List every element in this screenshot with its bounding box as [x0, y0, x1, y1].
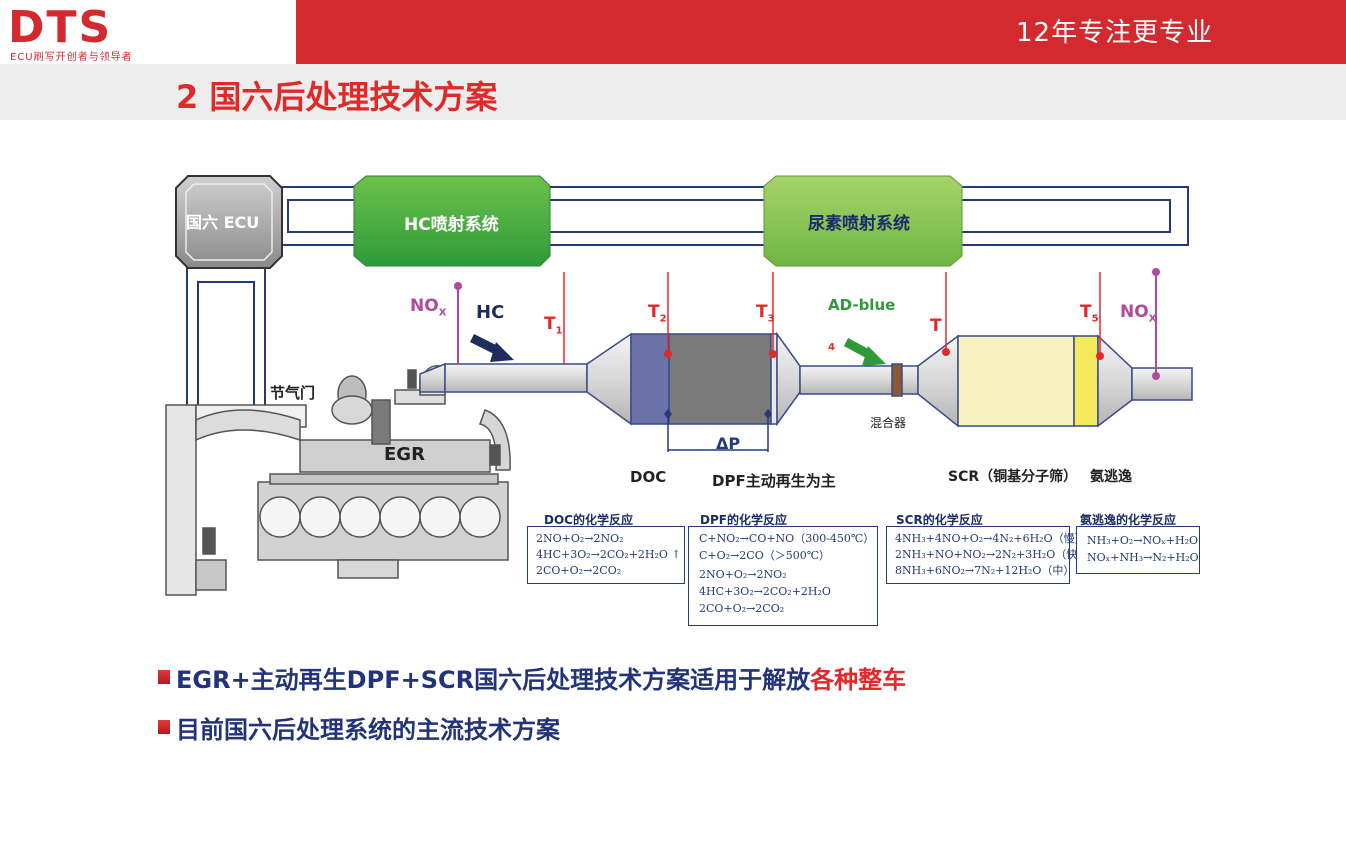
engine-block	[165, 365, 511, 596]
egr-label: EGR	[384, 444, 425, 465]
page-title: 2 国六后处理技术方案	[176, 78, 498, 116]
nox-inlet-label: NOX	[410, 296, 447, 319]
doc-label: DOC	[630, 468, 667, 486]
reaction-line: NH₃+O₂→NOₓ+H₂O	[1087, 534, 1199, 547]
dpf-reaction-box: C+NO₂→CO+NO（300-450℃） C+O₂→2CO（＞500℃） 2N…	[688, 526, 878, 626]
ecu-block	[175, 175, 283, 269]
delta-p-label: ΔP	[716, 434, 741, 453]
reaction-line: 8NH₃+6NO₂→7N₂+12H₂O（中）	[895, 564, 1075, 577]
t2-label: T2	[648, 302, 667, 325]
reaction-line: 4HC+3O₂→2CO₂+2H₂O	[699, 585, 831, 598]
adblue-number: 4	[828, 342, 835, 353]
ecu-label: 国六 ECU	[186, 213, 260, 232]
ammonia-slip-label: 氨逃逸	[1090, 469, 1132, 485]
hc-label: HC	[476, 302, 505, 323]
hc-injection-block	[353, 175, 551, 267]
reaction-line: 2NO+O₂→2NO₂	[536, 532, 624, 545]
doc-reaction-box: 2NO+O₂→2NO₂ 4HC+3O₂→2CO₂+2H₂O ↑ 2CO+O₂→2…	[527, 526, 685, 584]
hc-arrow	[469, 333, 514, 362]
adblue-label: AD-blue	[828, 296, 896, 314]
t4-label: T	[930, 316, 942, 336]
reaction-line: 2CO+O₂→2CO₂	[699, 602, 785, 615]
doc-reaction-title: DOC的化学反应	[544, 513, 633, 527]
reaction-line: NOₓ+NH₃→N₂+H₂O	[1087, 551, 1199, 564]
delta-p-bracket	[664, 408, 772, 452]
scr-reaction-box: 4NH₃+4NO+O₂→4N₂+6H₂O（慢） 2NH₃+NO+NO₂→2N₂+…	[886, 526, 1088, 584]
logo: DTS	[8, 2, 113, 53]
t3-label: T3	[756, 302, 775, 325]
slogan: 12年专注更专业	[1016, 18, 1214, 48]
nox-outlet-label: NOX	[1120, 302, 1157, 325]
reaction-line: 4NH₃+4NO+O₂→4N₂+6H₂O（慢）	[895, 532, 1086, 545]
urea-injection-label: 尿素喷射系统	[808, 214, 910, 234]
bullet-1: EGR+主动再生DPF+SCR国六后处理技术方案适用于解放各种整车	[176, 666, 907, 694]
reaction-line: 4HC+3O₂→2CO₂+2H₂O ↑	[536, 548, 681, 561]
bullet-2: 目前国六后处理系统的主流技术方案	[176, 716, 560, 744]
reaction-line: 2CO+O₂→2CO₂	[536, 564, 622, 577]
slip-reaction-title: 氨逃逸的化学反应	[1080, 513, 1177, 527]
bullet-icon	[158, 720, 170, 734]
throttle-label: 节气门	[270, 384, 316, 402]
logo-subtitle: ECU刷写开创者与领导者	[10, 52, 133, 63]
scr-label: SCR（铜基分子筛）	[948, 469, 1078, 485]
hc-injection-label: HC喷射系统	[404, 215, 499, 235]
exhaust-line	[419, 331, 1193, 428]
dpf-label: DPF主动再生为主	[712, 472, 836, 490]
mixer-label: 混合器	[870, 416, 907, 430]
bullet-icon	[158, 670, 170, 684]
t1-label: T1	[544, 314, 563, 337]
top-banner	[296, 0, 1346, 64]
reaction-line: C+NO₂→CO+NO（300-450℃）	[699, 532, 875, 545]
slip-reaction-box: NH₃+O₂→NOₓ+H₂O NOₓ+NH₃→N₂+H₂O	[1076, 526, 1200, 574]
reaction-line: 2NO+O₂→2NO₂	[699, 568, 787, 581]
reaction-line: C+O₂→2CO（＞500℃）	[699, 549, 831, 562]
adblue-arrow	[843, 338, 886, 366]
scr-reaction-title: SCR的化学反应	[896, 513, 983, 527]
reaction-line: 2NH₃+NO+NO₂→2N₂+3H₂O（快）	[895, 548, 1089, 561]
title-bar	[0, 64, 1346, 120]
t5-label: T5	[1080, 302, 1099, 325]
sensors	[454, 268, 1160, 380]
urea-injection-block	[763, 175, 963, 267]
dpf-reaction-title: DPF的化学反应	[700, 513, 787, 527]
